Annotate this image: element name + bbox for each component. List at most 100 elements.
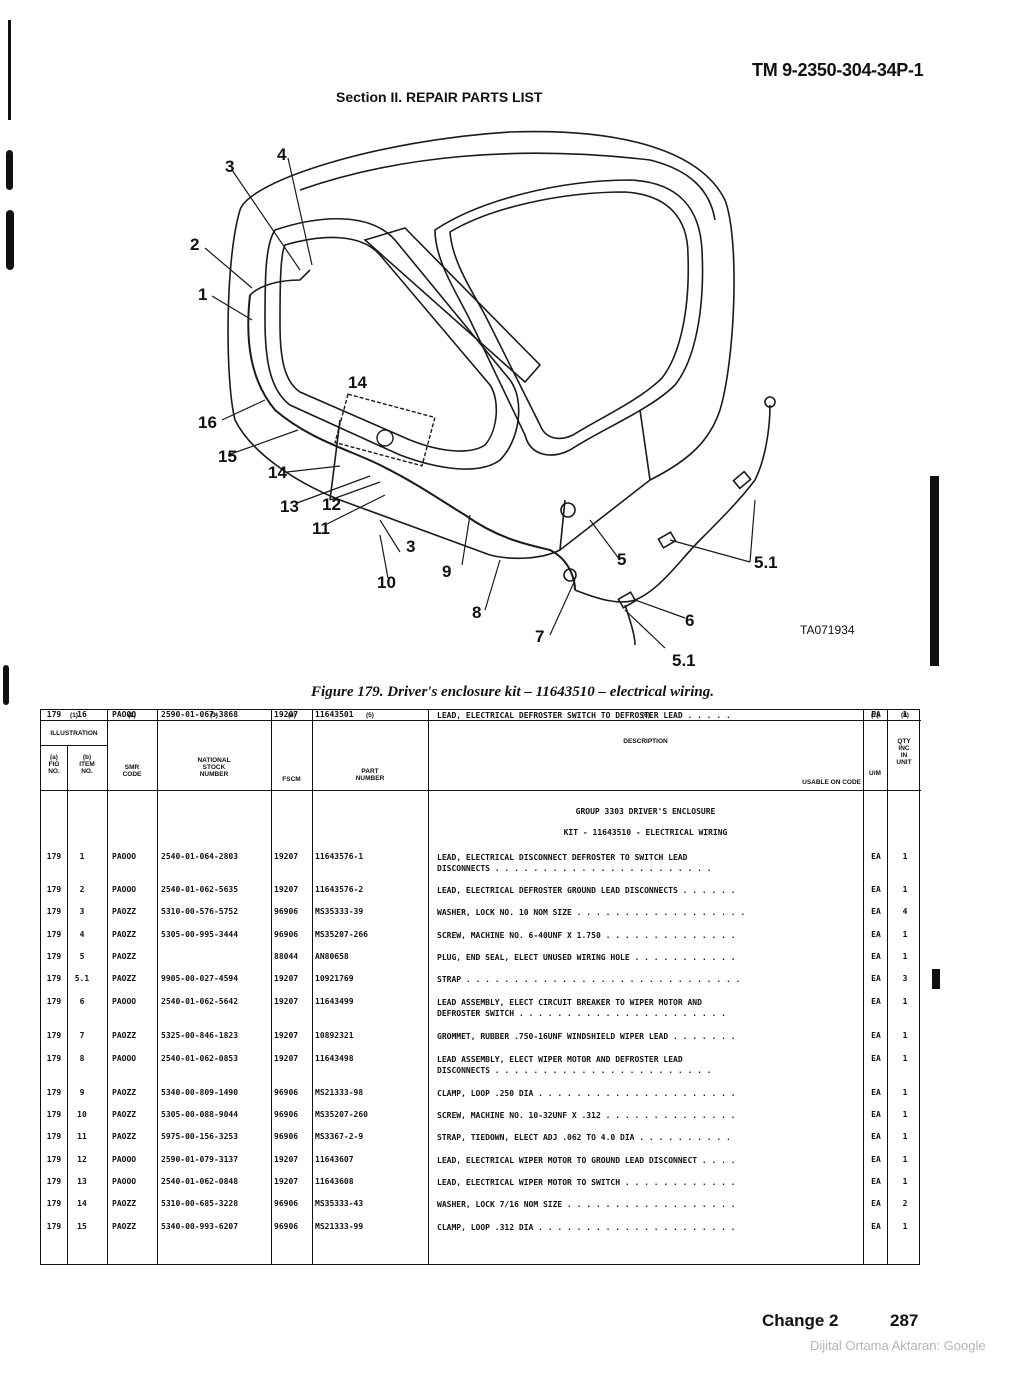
row-qty: 1 bbox=[902, 997, 908, 1006]
row-nsn: 5310-00-685-3228 bbox=[161, 1199, 239, 1208]
row-smr-code: PAOZZ bbox=[112, 907, 137, 916]
row-description-line: LEAD ASSEMBLY, ELECT WIPER MOTOR AND DEF… bbox=[437, 1055, 683, 1064]
row-um: EA bbox=[871, 1031, 881, 1040]
header-item: (b) ITEM NO. bbox=[67, 754, 107, 775]
row-description: SCREW, MACHINE NO. 6-40UNF X 1.750 . . .… bbox=[437, 930, 736, 941]
row-part-number: MS35333-39 bbox=[315, 907, 364, 916]
header-smr-label: SMR bbox=[124, 764, 140, 771]
row-fig: 179 bbox=[46, 997, 62, 1006]
row-description: GROMMET, RUBBER .750-16UNF WINDSHIELD WI… bbox=[437, 1031, 736, 1042]
row-um: EA bbox=[871, 930, 881, 939]
header-smr-code: CODE bbox=[122, 771, 142, 778]
row-fig: 179 bbox=[46, 885, 62, 894]
row-item: 3 bbox=[79, 907, 85, 916]
row-qty: 1 bbox=[902, 952, 908, 961]
row-part-number: 11643608 bbox=[315, 1177, 354, 1186]
row-smr-code: PAOZZ bbox=[112, 1088, 137, 1097]
row-smr-code: PAOZZ bbox=[112, 952, 137, 961]
header-fig-a: (a) bbox=[50, 754, 58, 761]
row-part-number: 10921769 bbox=[315, 974, 354, 983]
row-fig: 179 bbox=[46, 974, 62, 983]
row-nsn: 2540-01-064-2803 bbox=[161, 852, 239, 861]
row-um: EA bbox=[871, 974, 881, 983]
row-fscm: 19207 bbox=[274, 1054, 299, 1063]
row-part-number: 11643576-2 bbox=[315, 885, 364, 894]
row-part-number: 11643607 bbox=[315, 1155, 354, 1164]
section-title: Section II. REPAIR PARTS LIST bbox=[336, 89, 543, 105]
row-fscm: 96906 bbox=[274, 1222, 299, 1231]
wire-lead-drop bbox=[624, 604, 636, 646]
row-fig: 179 bbox=[46, 1132, 62, 1141]
row-description-line: LEAD, ELECTRICAL DEFROSTER SWITCH TO DEF… bbox=[437, 711, 731, 720]
switch-box bbox=[334, 393, 436, 467]
callout-label: 7 bbox=[535, 627, 544, 646]
group-heading-2: KIT - 11643510 - ELECTRICAL WIRING bbox=[563, 828, 728, 837]
row-description-line: LEAD, ELECTRICAL WIPER MOTOR TO GROUND L… bbox=[437, 1156, 736, 1165]
row-part-number: MS35207-266 bbox=[315, 930, 368, 939]
row-fig: 179 bbox=[46, 907, 62, 916]
row-fig: 179 bbox=[46, 952, 62, 961]
callout-label: 5.1 bbox=[672, 651, 696, 670]
row-item: 4 bbox=[79, 930, 85, 939]
row-qty: 1 bbox=[902, 852, 908, 861]
header-item-no: NO. bbox=[81, 768, 93, 775]
row-description: CLAMP, LOOP .312 DIA . . . . . . . . . .… bbox=[437, 1222, 736, 1233]
callout-label: 16 bbox=[198, 413, 217, 432]
side-window-frame bbox=[434, 179, 704, 456]
art-code: TA071934 bbox=[800, 623, 855, 637]
repair-parts-table: (1) (2) (3) (4) (5) (6) (7) (8) ILLUSTRA… bbox=[40, 709, 921, 1265]
row-description: LEAD ASSEMBLY, ELECT CIRCUIT BREAKER TO … bbox=[437, 997, 726, 1019]
row-fig: 179 bbox=[46, 1054, 62, 1063]
callout-label: 14 bbox=[348, 373, 367, 392]
callout-label: 10 bbox=[377, 573, 396, 592]
row-qty: 1 bbox=[902, 930, 908, 939]
row-um: EA bbox=[871, 1199, 881, 1208]
row-part-number: 11643498 bbox=[315, 1054, 354, 1063]
row-description: LEAD, ELECTRICAL WIPER MOTOR TO GROUND L… bbox=[437, 1155, 736, 1166]
row-um: EA bbox=[871, 1222, 881, 1231]
row-qty: 1 bbox=[902, 710, 908, 719]
row-um: EA bbox=[871, 907, 881, 916]
row-smr-code: PAOZZ bbox=[112, 974, 137, 983]
row-um: EA bbox=[871, 952, 881, 961]
row-description-line: WASHER, LOCK 7/16 NOM SIZE . . . . . . .… bbox=[437, 1200, 736, 1209]
header-smr: SMR CODE bbox=[107, 764, 157, 778]
header-nsn-3: NUMBER bbox=[199, 771, 229, 778]
row-part-number: 11643499 bbox=[315, 997, 354, 1006]
row-fig: 179 bbox=[46, 930, 62, 939]
row-nsn: 5340-00-993-6207 bbox=[161, 1222, 239, 1231]
row-nsn: 5310-00-576-5752 bbox=[161, 907, 239, 916]
figure-caption: Figure 179. Driver's enclosure kit – 116… bbox=[311, 684, 714, 700]
row-description-line: STRAP, TIEDOWN, ELECT ADJ .062 TO 4.0 DI… bbox=[437, 1133, 731, 1142]
row-description-line: LEAD, ELECTRICAL WIPER MOTOR TO SWITCH .… bbox=[437, 1178, 736, 1187]
lower-panel bbox=[329, 409, 651, 551]
row-fscm: 19207 bbox=[274, 997, 299, 1006]
col-number: (2) bbox=[128, 712, 136, 719]
row-item: 2 bbox=[79, 885, 85, 894]
roof-beam bbox=[363, 227, 542, 384]
row-smr-code: PAOZZ bbox=[112, 1132, 137, 1141]
row-nsn: 2540-01-062-5635 bbox=[161, 885, 239, 894]
row-part-number: MS35333-43 bbox=[315, 1199, 364, 1208]
enclosure-shell bbox=[227, 130, 735, 560]
row-fscm: 96906 bbox=[274, 1199, 299, 1208]
callout-label: 5 bbox=[617, 550, 626, 569]
row-fig: 179 bbox=[46, 1088, 62, 1097]
group-heading-1: GROUP 3303 DRIVER'S ENCLOSURE bbox=[575, 807, 716, 816]
row-item: 16 bbox=[77, 710, 87, 719]
row-smr-code: PAOOO bbox=[112, 997, 137, 1006]
header-usable-on-code: USABLE ON CODE bbox=[802, 779, 861, 786]
row-part-number: MS3367-2-9 bbox=[315, 1132, 364, 1141]
row-fig: 179 bbox=[46, 1177, 62, 1186]
row-um: EA bbox=[871, 1054, 881, 1063]
row-nsn: 2590-01-079-3137 bbox=[161, 1155, 239, 1164]
callout-label: 11 bbox=[312, 519, 330, 538]
callout-label: 4 bbox=[277, 145, 287, 164]
